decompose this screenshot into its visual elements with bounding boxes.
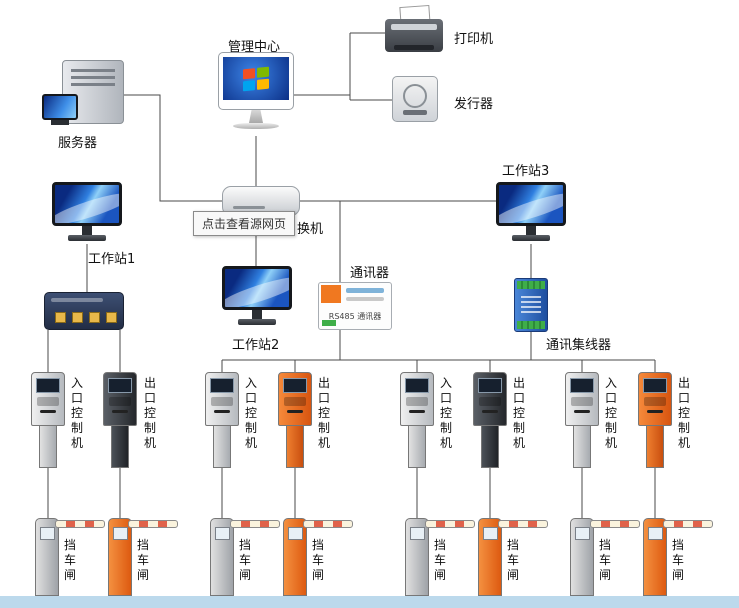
- server-label: 服务器: [58, 136, 98, 151]
- exit-controller-label: 出口控制机: [677, 376, 690, 450]
- barrier-gate-device: [210, 518, 234, 596]
- barrier-label: 挡车闸: [136, 538, 149, 582]
- monitor-screen: [52, 182, 122, 226]
- workstation1-monitor: [52, 182, 122, 244]
- barrier-arm: [303, 520, 353, 528]
- comm-hub-device: [514, 278, 548, 332]
- barrier-label: 挡车闸: [598, 538, 611, 582]
- entrance-controller-device: [205, 372, 239, 468]
- exit-controller-device: [278, 372, 312, 468]
- workstation3-label: 工作站3: [502, 164, 550, 179]
- barrier-gate-device: [35, 518, 59, 596]
- barrier-arm: [128, 520, 178, 528]
- barrier-label: 挡车闸: [433, 538, 446, 582]
- imac-screen: [218, 52, 294, 110]
- barrier-label: 挡车闸: [311, 538, 324, 582]
- barrier-arm: [425, 520, 475, 528]
- lan-switch-device: [44, 292, 124, 330]
- communicator-label: 通讯器: [350, 266, 390, 281]
- entrance-controller-label: 入口控制机: [439, 376, 452, 450]
- barrier-gate-device: [478, 518, 502, 596]
- barrier-label: 挡车闸: [671, 538, 684, 582]
- exit-controller-device: [473, 372, 507, 468]
- issuer-label: 发行器: [454, 97, 494, 112]
- exit-controller-device: [103, 372, 137, 468]
- barrier-gate-device: [570, 518, 594, 596]
- communicator-device: RS485 通讯器: [318, 282, 392, 330]
- lan-switch-ports: [55, 312, 117, 323]
- server-monitor: [42, 94, 78, 128]
- barrier-label: 挡车闸: [238, 538, 251, 582]
- exit-controller-label: 出口控制机: [317, 376, 330, 450]
- printer-device: [385, 4, 443, 60]
- barrier-arm: [55, 520, 105, 528]
- entrance-controller-device: [400, 372, 434, 468]
- exit-controller-label: 出口控制机: [143, 376, 156, 450]
- entrance-controller-label: 入口控制机: [70, 376, 83, 450]
- barrier-gate-device: [108, 518, 132, 596]
- barrier-gate-device: [283, 518, 307, 596]
- barrier-label: 挡车闸: [63, 538, 76, 582]
- barrier-arm: [230, 520, 280, 528]
- workstation3-monitor: [496, 182, 566, 244]
- workstation2-label: 工作站2: [232, 338, 280, 353]
- server-device: [42, 60, 124, 128]
- switch-label-partial: 换机: [297, 222, 324, 237]
- management-center-label: 管理中心: [228, 40, 281, 55]
- windows-logo-icon: [243, 66, 269, 91]
- monitor-screen: [222, 266, 292, 310]
- printer-label: 打印机: [454, 32, 494, 47]
- barrier-gate-device: [643, 518, 667, 596]
- bottom-strip: [0, 596, 739, 608]
- source-page-tooltip[interactable]: 点击查看源网页: [193, 211, 296, 236]
- issuer-coil: [403, 84, 427, 108]
- barrier-label: 挡车闸: [506, 538, 519, 582]
- barrier-arm: [498, 520, 548, 528]
- communicator-device-text: RS485 通讯器: [328, 312, 382, 321]
- workstation1-label: 工作站1: [88, 252, 136, 267]
- card-issuer-device: [392, 76, 438, 122]
- entrance-controller-device: [31, 372, 65, 468]
- workstation2-monitor: [222, 266, 292, 328]
- exit-controller-label: 出口控制机: [512, 376, 525, 450]
- exit-controller-device: [638, 372, 672, 468]
- entrance-controller-label: 入口控制机: [244, 376, 257, 450]
- barrier-gate-device: [405, 518, 429, 596]
- comm-hub-label: 通讯集线器: [546, 338, 612, 353]
- management-center-computer: [218, 52, 294, 136]
- monitor-screen: [496, 182, 566, 226]
- barrier-arm: [663, 520, 713, 528]
- entrance-controller-device: [565, 372, 599, 468]
- barrier-arm: [590, 520, 640, 528]
- entrance-controller-label: 入口控制机: [604, 376, 617, 450]
